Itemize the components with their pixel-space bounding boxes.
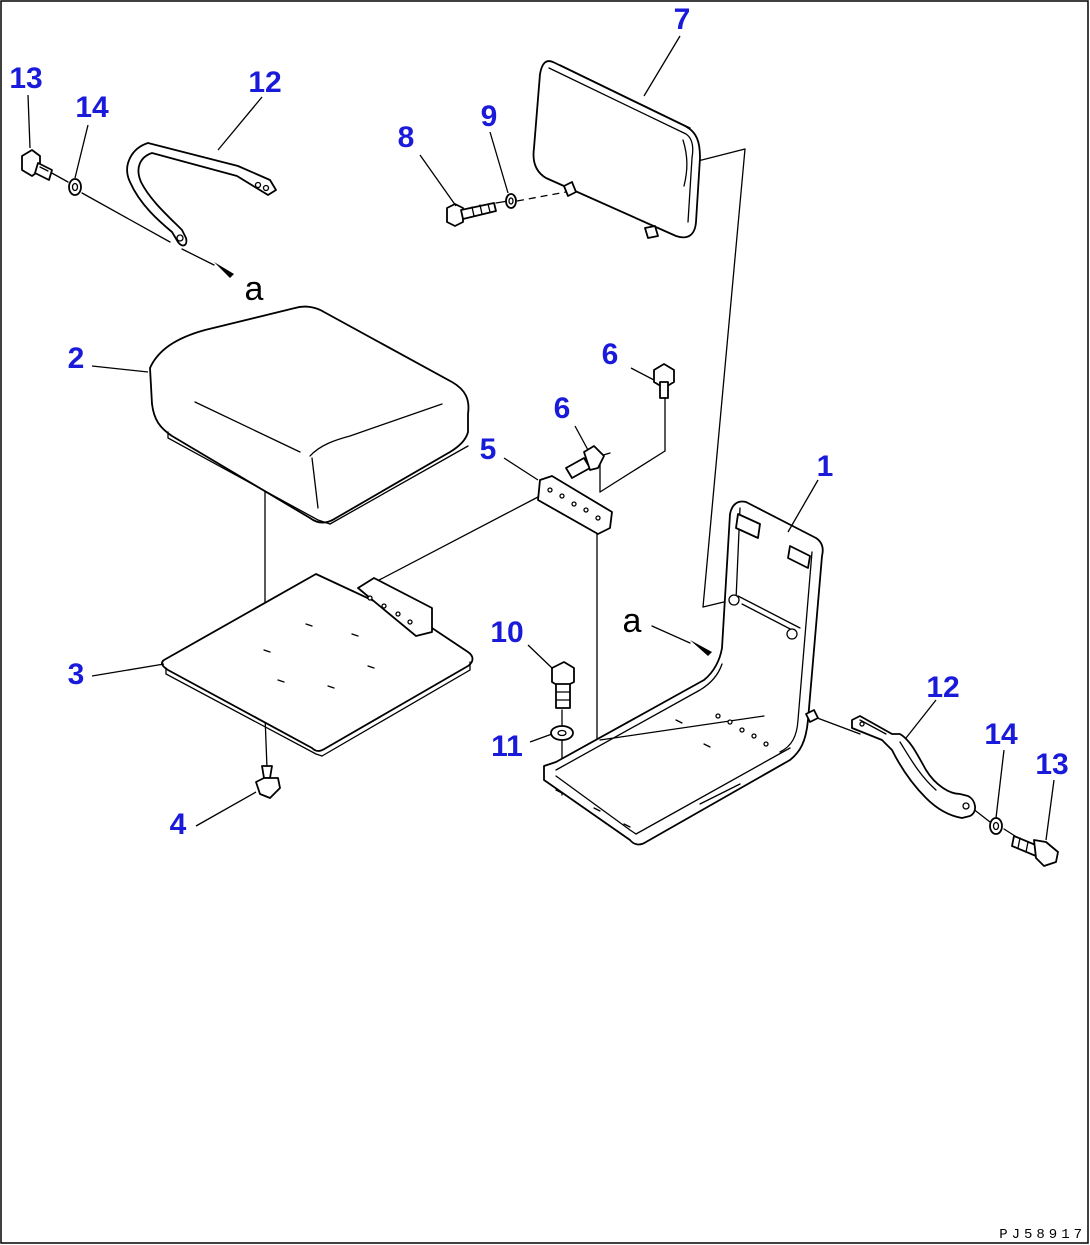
- leader-lines: [27, 35, 1055, 841]
- callout-8: 8: [398, 121, 415, 154]
- backrest-7: [532, 60, 701, 239]
- callout-5: 5: [480, 433, 497, 466]
- washer-11: [550, 725, 574, 741]
- callout-13-left: 13: [9, 62, 42, 95]
- callout-14-right: 14: [984, 718, 1018, 751]
- drawing-code: PJ58917: [999, 1227, 1086, 1243]
- washer-9: [505, 193, 517, 209]
- washer-14-right: [989, 817, 1003, 835]
- callout-9: 9: [481, 100, 498, 133]
- strip-5: [537, 475, 613, 535]
- callout-2: 2: [68, 342, 85, 375]
- washer-14-left: [68, 178, 82, 196]
- callout-4: 4: [170, 808, 187, 841]
- callout-10: 10: [490, 616, 523, 649]
- callout-6-upper: 6: [602, 338, 619, 371]
- callout-11: 11: [491, 730, 523, 763]
- bolt-6-upper: [653, 363, 675, 399]
- callout-7: 7: [674, 3, 691, 36]
- band-12-left: [126, 142, 277, 247]
- arrow-a-left: [214, 262, 234, 278]
- band-12-right: [851, 715, 976, 819]
- callout-14-left: 14: [75, 91, 109, 124]
- bolt-10: [551, 661, 575, 709]
- callout-12-left: 12: [248, 66, 281, 99]
- seat-cushion-2: [149, 305, 470, 525]
- callout-3: 3: [68, 658, 85, 691]
- bolt-6-lower: [565, 445, 605, 479]
- callout-12-right: 12: [926, 671, 959, 704]
- bolt-8: [446, 202, 497, 227]
- callout-13-right: 13: [1035, 748, 1068, 781]
- reference-a-right: a: [623, 602, 642, 640]
- callout-6-lower: 6: [554, 392, 571, 425]
- arrow-a-right: [690, 640, 712, 656]
- seat-plate-3: [161, 573, 474, 757]
- bolt-13-right: [1011, 835, 1059, 867]
- bolt-13-left: [21, 149, 53, 181]
- reference-a-left: a: [245, 270, 264, 308]
- seat-bracket-1: [543, 500, 824, 846]
- callout-1: 1: [817, 450, 834, 483]
- fastener-4: [255, 765, 281, 799]
